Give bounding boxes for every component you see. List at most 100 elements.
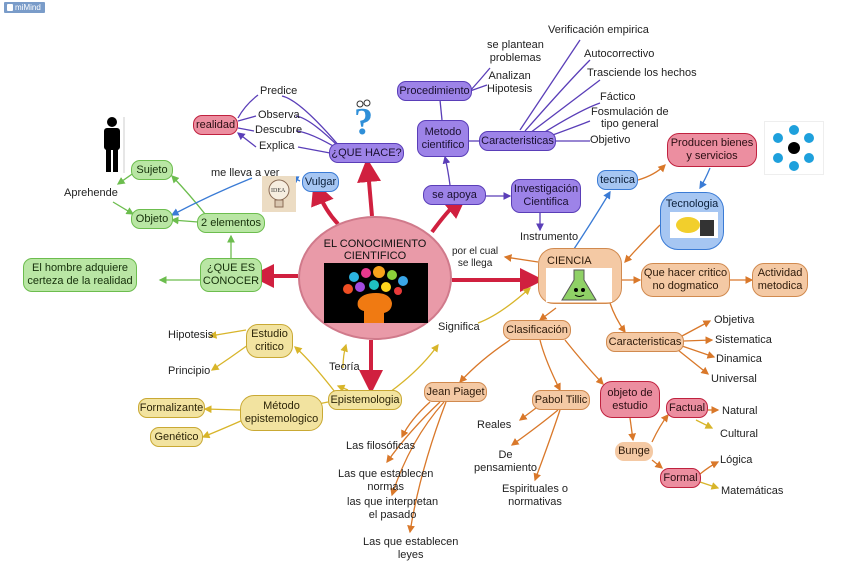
metodo-epistemologico-line1: Método <box>263 400 300 412</box>
se-plantean-line1: se plantean <box>487 39 544 51</box>
establecen-normas-line2: normas <box>367 481 405 493</box>
tecnologia-image <box>670 212 718 238</box>
que-hace-node[interactable]: ¿QUE HACE? <box>329 143 404 163</box>
espirituales-line2: normativas <box>508 496 562 508</box>
metodo-cientifico-node[interactable]: Metodo cientifico <box>417 120 469 157</box>
formulacion-line2: tipo general <box>601 118 659 130</box>
tecnica-label: tecnica <box>600 173 635 186</box>
genetico-node[interactable]: Genético <box>150 427 203 447</box>
metodo-epistemologico-line2: epistemologico <box>244 413 319 425</box>
arrow-to-vulgar <box>311 180 340 226</box>
tecnologia-label: Tecnologia <box>665 198 719 210</box>
objetiva-label: Objetiva <box>714 314 755 326</box>
producen-line2: y servicios <box>686 150 738 162</box>
las-filosoficas-label: Las filosóficas <box>346 440 416 452</box>
jean-piaget-node[interactable]: Jean Piaget <box>424 382 487 402</box>
actividad-metodica-node[interactable]: Actividad metodica <box>752 263 808 297</box>
que-hacer-line1: Que hacer critico <box>643 267 728 279</box>
interpretan-line1: las que interpretan <box>347 496 439 508</box>
app-name: miMind <box>15 3 41 12</box>
dos-elementos-node[interactable]: 2 elementos <box>197 213 265 233</box>
procedimiento-node[interactable]: Procedimiento <box>397 81 472 101</box>
factico-label: Fáctico <box>600 91 636 103</box>
central-title-line1: EL CONOCIMIENTO <box>323 238 427 250</box>
arrow-to-se-apoya <box>430 194 468 234</box>
caracteristicas-metodo-node[interactable]: Caracteristicas <box>479 131 556 151</box>
teoria-label: Teoría <box>329 361 360 373</box>
metodo-line1: Metodo <box>424 125 462 138</box>
establecen-normas-line1: Las que establecen <box>338 468 434 480</box>
tecnica-node[interactable]: tecnica <box>597 170 638 190</box>
objeto-label: Objeto <box>135 212 169 225</box>
caracteristicas-metodo-label: Caracteristicas <box>481 134 554 147</box>
que-es-conocer-line2: CONOCER <box>202 275 260 287</box>
bunge-label: Bunge <box>618 445 650 457</box>
se-apoya-label: se apoya <box>432 188 477 201</box>
factual-label: Factual <box>668 401 706 414</box>
estudio-critico-line2: critico <box>255 341 284 353</box>
caracteristicas-ciencia-label: Caracteristicas <box>608 335 682 348</box>
actividad-line2: metodica <box>757 280 803 292</box>
formulacion-line1: Fosmulación de <box>591 106 669 118</box>
observa-label: Observa <box>258 109 300 121</box>
que-hacer-critico-node[interactable]: Que hacer critico no dogmatico <box>641 263 730 297</box>
realidad-node[interactable]: realidad <box>193 115 238 135</box>
sistematica-label: Sistematica <box>715 334 772 346</box>
se-apoya-node[interactable]: se apoya <box>423 185 486 205</box>
flask-image <box>546 268 612 302</box>
objeto-node[interactable]: Objeto <box>131 209 173 229</box>
que-hace-label: ¿QUE HACE? <box>331 146 402 159</box>
cultural-label: Cultural <box>720 428 758 440</box>
que-es-conocer-line1: ¿QUE ES <box>206 262 256 274</box>
objeto-estudio-line1: objeto de <box>607 386 653 399</box>
hombre-certeza-node[interactable]: El hombre adquiere certeza de la realida… <box>23 258 137 292</box>
dinamica-label: Dinamica <box>716 353 762 365</box>
estudio-critico-node[interactable]: Estudio critico <box>246 324 293 358</box>
ciencia-label: CIENCIA <box>547 255 592 267</box>
de-pensamiento-line1: De <box>498 449 513 461</box>
se-plantean-line2: problemas <box>489 52 542 64</box>
instrumento-label: Instrumento <box>520 231 579 243</box>
formalizante-node[interactable]: Formalizante <box>138 398 205 418</box>
clasificacion-node[interactable]: Clasificación <box>503 320 571 340</box>
bunge-node[interactable]: Bunge <box>615 442 653 461</box>
espirituales-line1: Espirituales o <box>502 483 569 495</box>
investigacion-node[interactable]: Investigación Cientifica <box>511 179 581 213</box>
hombre-certeza-line2: certeza de la realidad <box>27 275 133 287</box>
que-hacer-line2: no dogmatico <box>652 280 719 292</box>
natural-label: Natural <box>722 405 758 417</box>
por-el-cual-line1: por el cual <box>452 246 499 257</box>
metodo-line2: cientifico <box>421 138 465 151</box>
formal-node[interactable]: Formal <box>660 468 701 488</box>
me-lleva-a-ver-label: me lleva a ver <box>211 167 280 179</box>
producen-bienes-node[interactable]: Producen bienes y servicios <box>667 133 757 167</box>
central-node[interactable]: EL CONOCIMIENTO CIENTIFICO <box>298 216 452 340</box>
central-arrows <box>250 158 544 394</box>
estudio-critico-line1: Estudio <box>251 328 288 340</box>
factual-node[interactable]: Factual <box>666 398 708 418</box>
pabol-tillic-node[interactable]: Pabol Tillic <box>532 390 590 410</box>
objetivo-label: Objetivo <box>590 134 631 146</box>
epistemologia-node[interactable]: Epistemologia <box>328 390 402 410</box>
que-es-conocer-node[interactable]: ¿QUE ES CONOCER <box>200 258 262 292</box>
bubbles-icon <box>343 266 408 295</box>
metodo-epistemologico-node[interactable]: Método epistemologico <box>240 395 323 431</box>
establecen-leyes-line1: Las que establecen <box>363 536 459 548</box>
objeto-estudio-line2: estudio <box>612 399 648 412</box>
sujeto-node[interactable]: Sujeto <box>131 160 173 180</box>
objeto-estudio-node[interactable]: objeto de estudio <box>600 381 660 418</box>
verificacion-label: Verificación empirica <box>548 24 649 36</box>
caracteristicas-ciencia-node[interactable]: Caracteristicas <box>606 332 684 352</box>
reales-label: Reales <box>477 419 512 431</box>
central-title-line2: CIENTIFICO <box>343 250 407 262</box>
vulgar-label: Vulgar <box>304 175 337 188</box>
procedimiento-label: Procedimiento <box>399 84 470 97</box>
matematicas-label: Matemáticas <box>721 485 784 497</box>
vulgar-node[interactable]: Vulgar <box>302 172 339 192</box>
document-icon <box>7 4 13 11</box>
